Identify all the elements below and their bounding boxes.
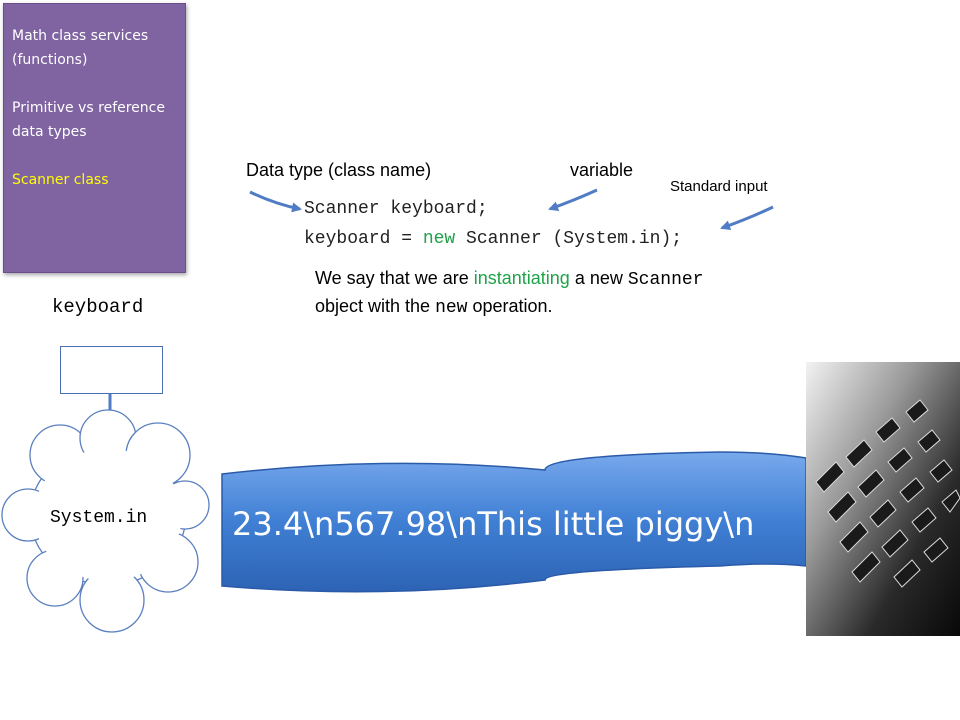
variable-label: variable (570, 160, 634, 180)
standard-input-label: Standard input (670, 178, 768, 195)
note-part2: a new (569, 268, 628, 288)
sidebar-item-primitive[interactable]: Primitive vs reference data types (12, 100, 165, 140)
arrow-standard-input (720, 205, 774, 231)
code-keyword-new: new (422, 229, 456, 249)
sidebar: Math class services (functions) Primitiv… (3, 3, 186, 273)
note-part4: operation. (467, 296, 553, 316)
code-line-instantiation: keyboard = new Scanner (System.in); (304, 229, 682, 249)
code-assign: keyboard = (304, 229, 423, 249)
reference-label: keyboard (52, 296, 144, 318)
note-part3: object with the (315, 296, 436, 316)
arrow-data-type (249, 190, 302, 213)
sidebar-item-math[interactable]: Math class services (functions) (12, 28, 149, 68)
keyboard-photo (806, 362, 960, 636)
instantiation-note: We say that we are instantiating a new S… (315, 265, 855, 321)
note-code-new: new (435, 298, 468, 318)
stream-text: 23.4\n567.98\nThis little piggy\n (232, 505, 755, 543)
arrow-variable (548, 188, 598, 211)
note-part1: We say that we are (315, 268, 474, 288)
reference-box (60, 346, 163, 394)
sidebar-item-scanner[interactable]: Scanner class (12, 172, 109, 188)
note-highlight: instantiating (473, 268, 570, 288)
code-line-declaration: Scanner keyboard; (304, 199, 488, 219)
cloud-label: System.in (50, 508, 148, 528)
code-constructor: Scanner (System.in); (455, 229, 683, 249)
note-code-scanner: Scanner (627, 270, 704, 290)
data-type-label: Data type (class name) (246, 160, 432, 180)
